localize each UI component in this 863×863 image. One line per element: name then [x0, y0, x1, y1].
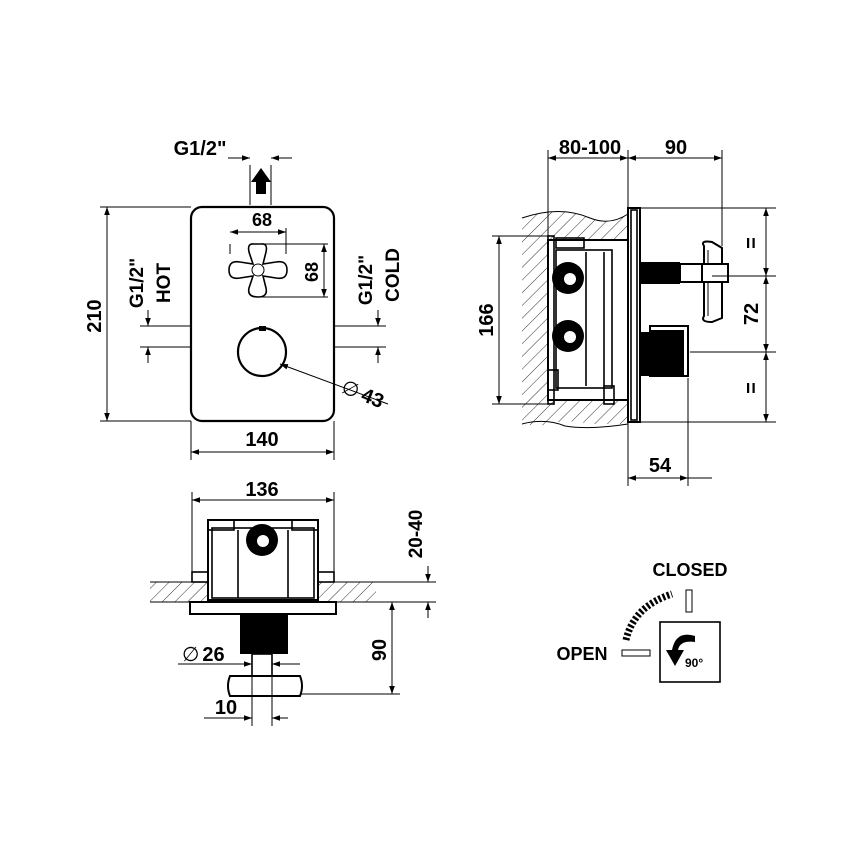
box-width-label: 136 — [245, 479, 278, 501]
side-plate — [627, 207, 641, 423]
handle-width-label: 10 — [215, 697, 237, 719]
cold-thread-label: G1/2" — [356, 255, 377, 305]
temperature-knob — [236, 326, 288, 378]
total-height-label: 210 — [84, 299, 106, 332]
top-handle-projection-label: 90 — [369, 639, 391, 661]
rotation-angle-label: 90° — [685, 656, 703, 670]
hot-thread-label: G1/2" — [127, 258, 148, 308]
stem-diameter-label: ∅26 — [182, 644, 225, 666]
top-plate — [189, 601, 337, 615]
side-handle-projection-label: 90 — [665, 137, 687, 159]
closed-label: CLOSED — [652, 560, 727, 580]
operation-diagram: CLOSED OPEN 90° — [556, 560, 728, 683]
top-view: 136 20-40 90 ∅26 10 — [150, 479, 436, 726]
box-height-label: 166 — [476, 303, 498, 336]
total-width-label: 140 — [245, 429, 278, 451]
plate-gap-label: 20-40 — [406, 510, 427, 559]
plate-to-body-label: 54 — [649, 455, 672, 477]
front-view: G1/2" 68 68 ∅43 210 140 — [84, 138, 404, 460]
cover-plate — [189, 205, 336, 423]
cross-handle — [228, 243, 288, 298]
rotation-arrow-icon — [666, 634, 695, 666]
rotation-box — [659, 621, 721, 683]
spacing-lower-label: = — [741, 382, 763, 394]
rotation-arc-icon — [622, 590, 674, 641]
side-view: 80-100 90 166 = 72 = 54 — [476, 137, 776, 486]
hot-label: HOT — [154, 263, 175, 304]
wall-depth-label: 80-100 — [559, 137, 621, 159]
knob-diameter-label: ∅43 — [338, 376, 387, 413]
handle-span-horizontal: 68 — [252, 210, 272, 230]
spacing-mid-label: 72 — [741, 303, 763, 325]
open-label: OPEN — [556, 644, 607, 664]
inlet-thread-label: G1/2" — [174, 138, 227, 160]
inlet-arrow-icon — [251, 168, 271, 194]
spacing-upper-label: = — [741, 237, 763, 249]
cold-label: COLD — [383, 248, 404, 302]
handle-span-vertical: 68 — [302, 262, 322, 282]
